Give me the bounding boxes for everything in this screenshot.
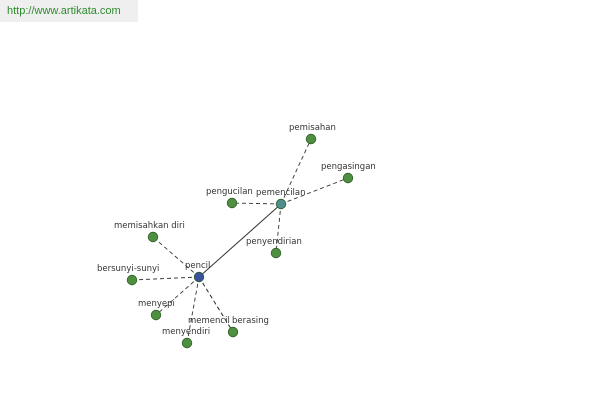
node-memisahkan-diri[interactable] bbox=[147, 231, 159, 243]
node-label-pemisahan[interactable]: pemisahan bbox=[289, 123, 336, 133]
edge-pencil-pemencilan bbox=[198, 203, 282, 278]
node-pencil[interactable] bbox=[193, 271, 205, 283]
node-label-berasing[interactable]: berasing bbox=[232, 316, 269, 326]
node-menyendiri[interactable] bbox=[181, 337, 193, 349]
edge-pemencilan-pemisahan bbox=[280, 138, 312, 205]
edges-layer bbox=[131, 138, 349, 344]
labels-layer: pencil pemencilan pemisahan pengasingan peng… bbox=[97, 123, 376, 337]
edge-pencil-menyepi bbox=[155, 276, 200, 316]
edge-pemencilan-pengasingan bbox=[280, 177, 349, 205]
node-label-pengucilan[interactable]: pengucilan bbox=[206, 187, 253, 197]
edge-pencil-bersunyi-sunyi bbox=[131, 276, 200, 281]
node-label-menyepi[interactable]: menyepi bbox=[138, 299, 175, 309]
node-bersunyi-sunyi[interactable] bbox=[126, 274, 138, 286]
node-label-pemencilan[interactable]: pemencilan bbox=[256, 188, 306, 198]
edge-pencil-memisahkan-diri bbox=[152, 236, 200, 278]
edge-pemencilan-penyendirian bbox=[275, 203, 282, 254]
node-pengasingan[interactable] bbox=[342, 172, 354, 184]
node-label-pengasingan[interactable]: pengasingan bbox=[321, 162, 376, 172]
node-label-pencil[interactable]: pencil bbox=[185, 261, 210, 271]
edge-pencil-berasing bbox=[198, 276, 234, 333]
node-pemencilan[interactable] bbox=[275, 198, 287, 210]
node-label-penyendirian[interactable]: penyendirian bbox=[246, 237, 302, 247]
site-url-link[interactable]: http://www.artikata.com bbox=[0, 0, 138, 22]
edge-pemencilan-pengucilan bbox=[231, 202, 282, 205]
node-berasing[interactable] bbox=[227, 326, 239, 338]
node-label-memencil[interactable]: memencil bbox=[188, 316, 230, 326]
node-label-menyendiri[interactable]: menyendiri bbox=[162, 327, 210, 337]
nodes-layer bbox=[126, 133, 354, 349]
node-pemisahan[interactable] bbox=[305, 133, 317, 145]
node-label-memisahkan-diri[interactable]: memisahkan diri bbox=[114, 221, 185, 231]
node-label-bersunyi-sunyi[interactable]: bersunyi-sunyi bbox=[97, 264, 159, 274]
node-pengucilan[interactable] bbox=[226, 197, 238, 209]
node-penyendirian[interactable] bbox=[270, 247, 282, 259]
node-menyepi[interactable] bbox=[150, 309, 162, 321]
